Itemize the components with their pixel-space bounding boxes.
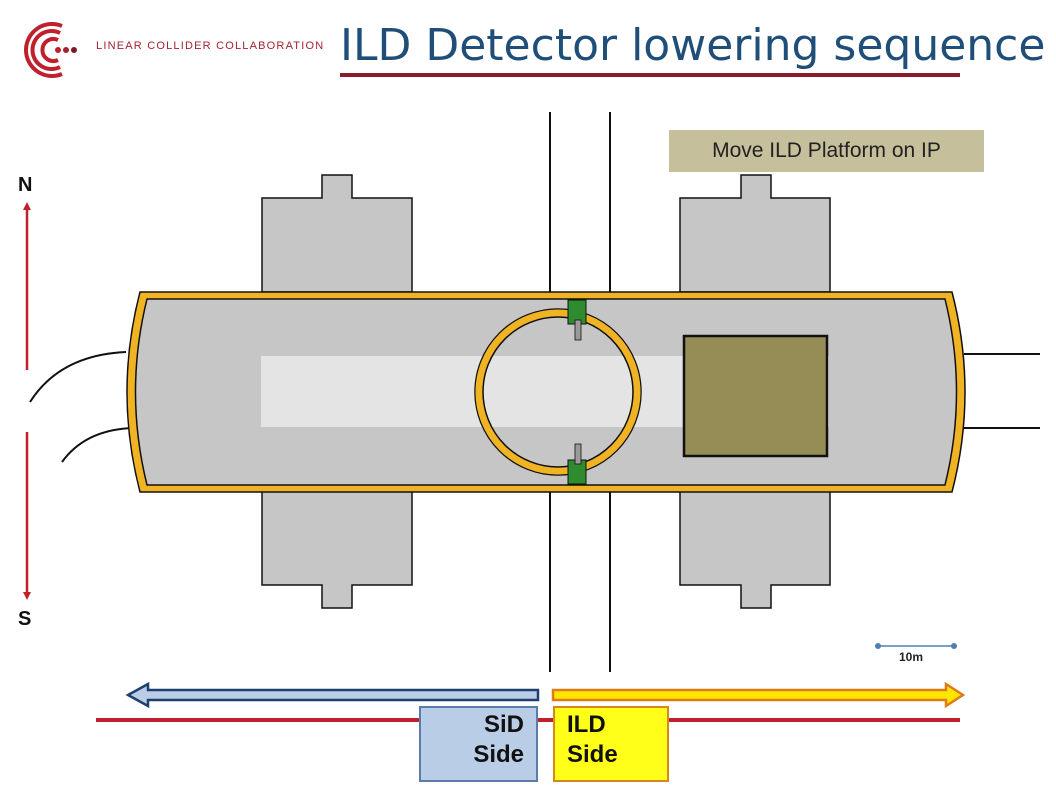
scale-bar [875,643,957,649]
sid-side-line2: Side [473,741,524,768]
ild-platform-ring [474,308,642,476]
ild-side-line2: Side [567,741,618,768]
cavern-platform [126,291,966,493]
lcc-logo-icon [24,22,77,78]
sid-side-line1: SiD [483,711,524,738]
shaft-walls [549,112,611,672]
scale-label: 10m [899,650,924,664]
page-title: ILD Detector lowering sequence [340,20,1046,71]
ild-side-box: ILD Side [553,706,669,782]
step-label: Move ILD Platform on IP [669,130,984,172]
ild-side-line1: ILD [567,711,606,738]
south-label: S [18,608,32,630]
tunnel-lines [29,351,1040,463]
sid-direction-arrow-icon [125,681,540,709]
support-brackets [567,299,587,485]
ild-direction-arrow-icon [551,681,966,709]
access-shafts [261,174,831,609]
logo-text: LINEAR COLLIDER COLLABORATION [96,40,325,52]
title-rule [340,73,960,77]
north-label: N [18,174,33,196]
detector-block [682,334,829,458]
sid-side-box: SiD Side [419,706,538,782]
